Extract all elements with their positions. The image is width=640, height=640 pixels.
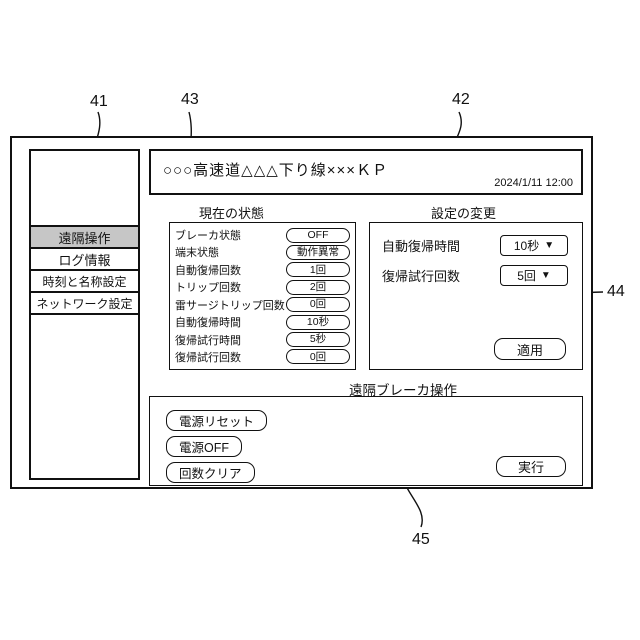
status-label: 自動復帰時間 (175, 317, 241, 330)
dropdown-value: 10秒 (513, 238, 540, 253)
auto-return-time-field: 自動復帰時間 10秒 ▼ (382, 235, 568, 256)
status-row-auto-return-time: 自動復帰時間 10秒 (175, 314, 350, 330)
status-row-terminal-state: 端末状態 動作異常 (175, 244, 350, 260)
field-label: 復帰試行回数 (382, 269, 461, 284)
status-value: 10秒 (286, 314, 350, 330)
ref-label-41: 41 (90, 93, 108, 110)
dropdown-value: 5回 (517, 268, 536, 283)
chevron-down-icon: ▼ (544, 239, 555, 251)
status-value: 動作異常 (286, 244, 350, 260)
retry-count-field: 復帰試行回数 5回 ▼ (382, 265, 568, 286)
count-clear-button[interactable]: 回数クリア (166, 462, 255, 483)
ref-label-45: 45 (412, 531, 430, 548)
remote-breaker-panel: 電源リセット 電源OFF 回数クリア 実行 (149, 396, 583, 486)
sidebar-item-log-info[interactable]: ログ情報 (29, 247, 140, 271)
sidebar-item-remote-operation[interactable]: 遠隔操作 (29, 225, 140, 249)
status-value: OFF (286, 227, 350, 243)
datetime-label: 2024/1/11 12:00 (494, 177, 573, 189)
page-title: ○○○高速道△△△下り線×××ＫＰ (163, 162, 389, 179)
remote-section-title: 遠隔ブレーカ操作 (349, 383, 457, 398)
settings-panel: 自動復帰時間 10秒 ▼ 復帰試行回数 5回 ▼ 適用 (369, 222, 583, 370)
status-row-retry-count: 復帰試行回数 0回 (175, 349, 350, 365)
power-reset-button[interactable]: 電源リセット (166, 410, 268, 431)
status-panel: ブレーカ状態 OFF 端末状態 動作異常 自動復帰回数 1回 トリップ回数 2回… (169, 222, 356, 370)
status-section-title: 現在の状態 (199, 206, 265, 221)
remote-button-group: 電源リセット 電源OFF 回数クリア (166, 410, 268, 483)
sidebar-item-network-settings[interactable]: ネットワーク設定 (29, 291, 140, 315)
execute-button[interactable]: 実行 (496, 456, 566, 477)
status-label: 復帰試行回数 (175, 351, 241, 364)
status-value: 5秒 (286, 332, 350, 348)
sidebar: 遠隔操作 ログ情報 時刻と名称設定 ネットワーク設定 (29, 149, 140, 480)
chevron-down-icon: ▼ (540, 269, 551, 281)
device-screen: 遠隔操作 ログ情報 時刻と名称設定 ネットワーク設定 ○○○高速道△△△下り線×… (10, 136, 593, 489)
status-row-auto-return-count: 自動復帰回数 1回 (175, 262, 350, 278)
ref-label-44: 44 (607, 283, 625, 300)
ref-label-43: 43 (181, 91, 199, 108)
sidebar-item-time-name-settings[interactable]: 時刻と名称設定 (29, 269, 140, 293)
status-value: 0回 (286, 297, 350, 313)
title-bar: ○○○高速道△△△下り線×××ＫＰ 2024/1/11 12:00 (149, 149, 583, 195)
status-label: トリップ回数 (175, 282, 241, 295)
status-value: 2回 (286, 279, 350, 295)
status-label: 復帰試行時間 (175, 334, 241, 347)
status-label: 自動復帰回数 (175, 264, 241, 277)
status-row-trip-count: トリップ回数 2回 (175, 279, 350, 295)
status-row-breaker-state: ブレーカ状態 OFF (175, 227, 350, 243)
status-row-retry-time: 復帰試行時間 5秒 (175, 332, 350, 348)
status-row-surge-trip-count: 雷サージトリップ回数 0回 (175, 297, 350, 313)
apply-button[interactable]: 適用 (494, 338, 566, 360)
power-off-button[interactable]: 電源OFF (166, 436, 242, 457)
status-value: 0回 (286, 349, 350, 365)
status-label: ブレーカ状態 (175, 230, 241, 242)
auto-return-time-dropdown[interactable]: 10秒 ▼ (500, 235, 568, 256)
settings-section-title: 設定の変更 (431, 206, 497, 221)
ref-label-42: 42 (452, 91, 470, 108)
status-label: 端末状態 (175, 247, 219, 260)
retry-count-dropdown[interactable]: 5回 ▼ (500, 265, 568, 286)
sidebar-menu: 遠隔操作 ログ情報 時刻と名称設定 ネットワーク設定 (29, 225, 140, 315)
field-label: 自動復帰時間 (382, 239, 461, 254)
status-label: 雷サージトリップ回数 (175, 299, 285, 312)
status-value: 1回 (286, 262, 350, 278)
